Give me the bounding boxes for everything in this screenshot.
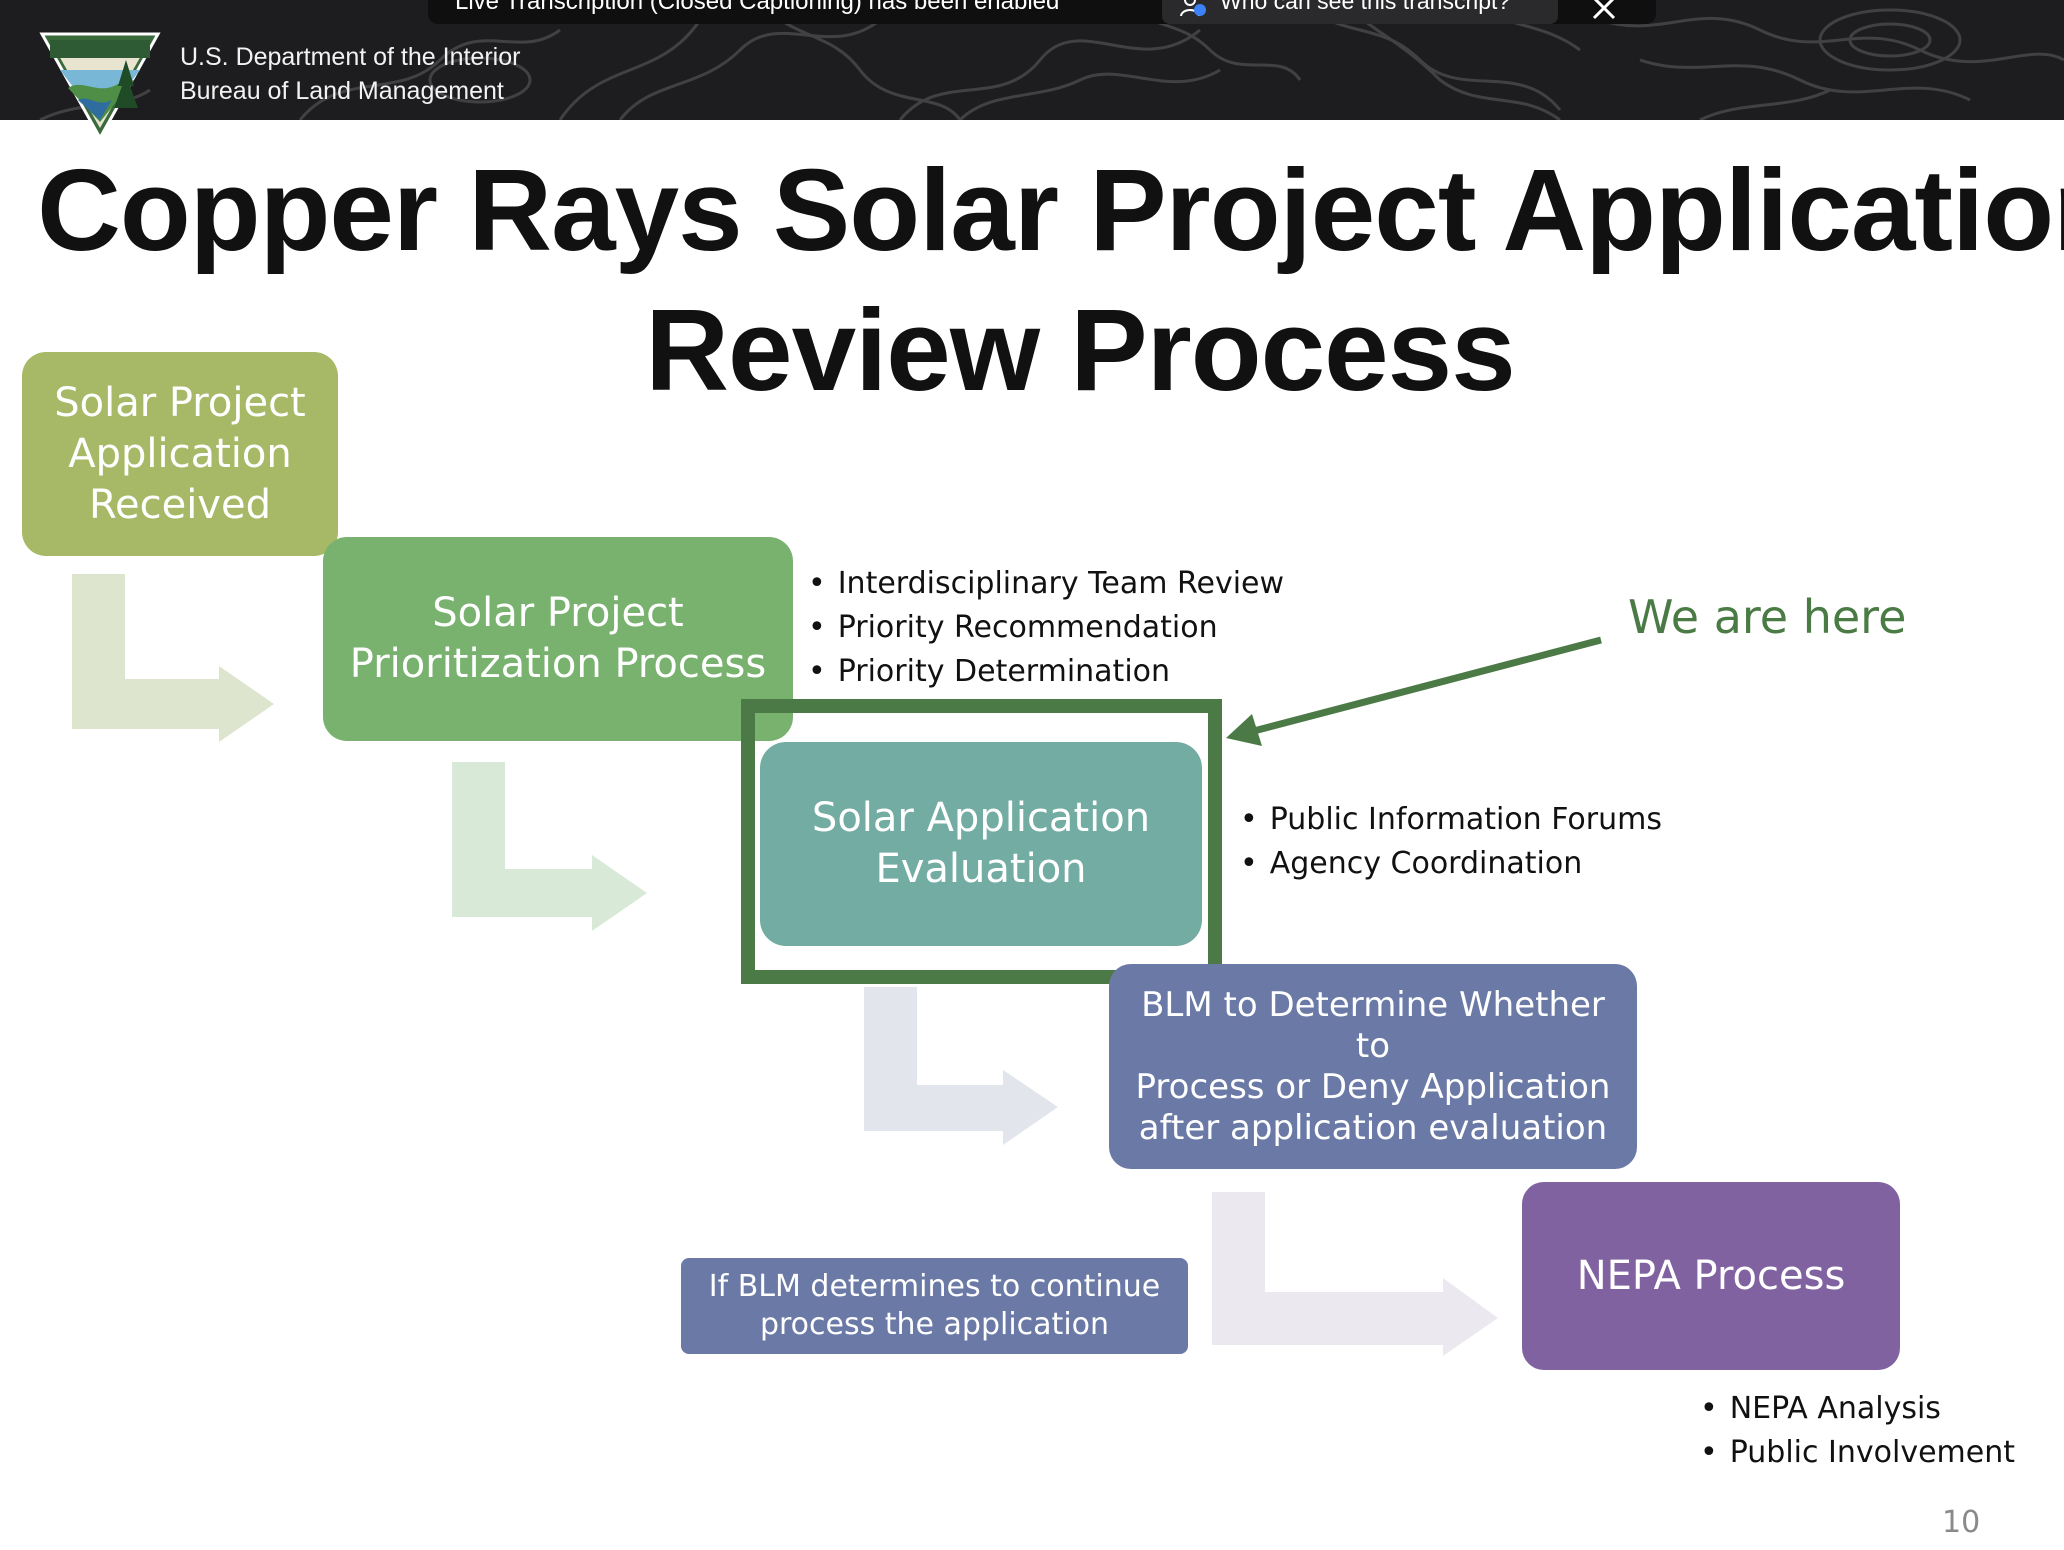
agency-line-2: Bureau of Land Management <box>180 77 504 105</box>
step-label-line: after application evaluation <box>1138 1107 1608 1148</box>
step-label-line: Received <box>88 481 271 528</box>
bullet-item: Priority Recommendation <box>808 606 1284 650</box>
bullet-item: NEPA Analysis <box>1700 1387 2015 1431</box>
note-line: If BLM determines to continue <box>708 1269 1161 1304</box>
agency-name: U.S. Department of the Interior Bureau o… <box>180 40 520 108</box>
bullet-item: Public Involvement <box>1700 1431 2015 1475</box>
step-label-line: Solar Project <box>432 590 684 636</box>
evaluation-bullets: Public Information Forums Agency Coordin… <box>1240 798 1662 886</box>
who-can-see-transcript-button[interactable] <box>1162 0 1558 24</box>
note-line: process the application <box>759 1307 1110 1342</box>
who-can-see-transcript-label: Who can see this transcript? <box>1220 0 1511 14</box>
we-are-here-arrowhead <box>1226 714 1262 746</box>
slide-title: Copper Rays Solar Project Application Re… <box>0 140 2064 420</box>
blm-logo-icon <box>39 32 161 142</box>
step-application-received: Solar Project Application Received <box>22 352 338 556</box>
step-application-evaluation: Solar Application Evaluation <box>760 742 1202 946</box>
caption-notice-text: Live Transcription (Closed Captioning) h… <box>455 0 1060 15</box>
we-are-here-arrow-line <box>1249 636 1602 736</box>
elbow-arrow-2 <box>452 762 647 931</box>
step-label-line: Process or Deny Application <box>1135 1066 1611 1107</box>
nepa-bullets: NEPA Analysis Public Involvement <box>1700 1387 2015 1475</box>
step-label-line: Solar Project <box>54 379 306 426</box>
step-label-line: Application <box>68 430 292 477</box>
step-label-line: Solar Application <box>811 795 1151 841</box>
slide-title-line-2: Review Process <box>645 285 1515 415</box>
step-label-line: BLM to Determine Whether to <box>1141 984 1605 1066</box>
agency-line-1: U.S. Department of the Interior <box>180 43 521 71</box>
step-label-line: Prioritization Process <box>349 641 767 687</box>
step-nepa-process: NEPA Process <box>1522 1182 1900 1370</box>
step-blm-determination: BLM to Determine Whether to Process or D… <box>1109 964 1637 1169</box>
bullet-item: Interdisciplinary Team Review <box>808 562 1284 606</box>
we-are-here-label: We are here <box>1628 590 1907 644</box>
current-step-highlight <box>741 699 1222 984</box>
elbow-arrow-3 <box>864 987 1058 1145</box>
elbow-arrow-1 <box>72 574 274 742</box>
bullet-item: Priority Determination <box>808 650 1284 694</box>
continue-condition-note: If BLM determines to continue process th… <box>681 1258 1188 1354</box>
page-number: 10 <box>1942 1505 1981 1540</box>
prioritization-bullets: Interdisciplinary Team Review Priority R… <box>808 562 1284 694</box>
elbow-arrow-4 <box>1212 1192 1498 1356</box>
bullet-item: Public Information Forums <box>1240 798 1662 842</box>
bullet-item: Agency Coordination <box>1240 842 1662 886</box>
slide-title-line-1: Copper Rays Solar Project Application <box>37 145 2064 275</box>
close-icon[interactable] <box>1590 0 1618 22</box>
step-label-line: Evaluation <box>875 846 1087 892</box>
step-label-line: NEPA Process <box>1576 1252 1846 1299</box>
people-icon <box>1180 0 1206 17</box>
step-prioritization-process: Solar Project Prioritization Process <box>323 537 793 741</box>
